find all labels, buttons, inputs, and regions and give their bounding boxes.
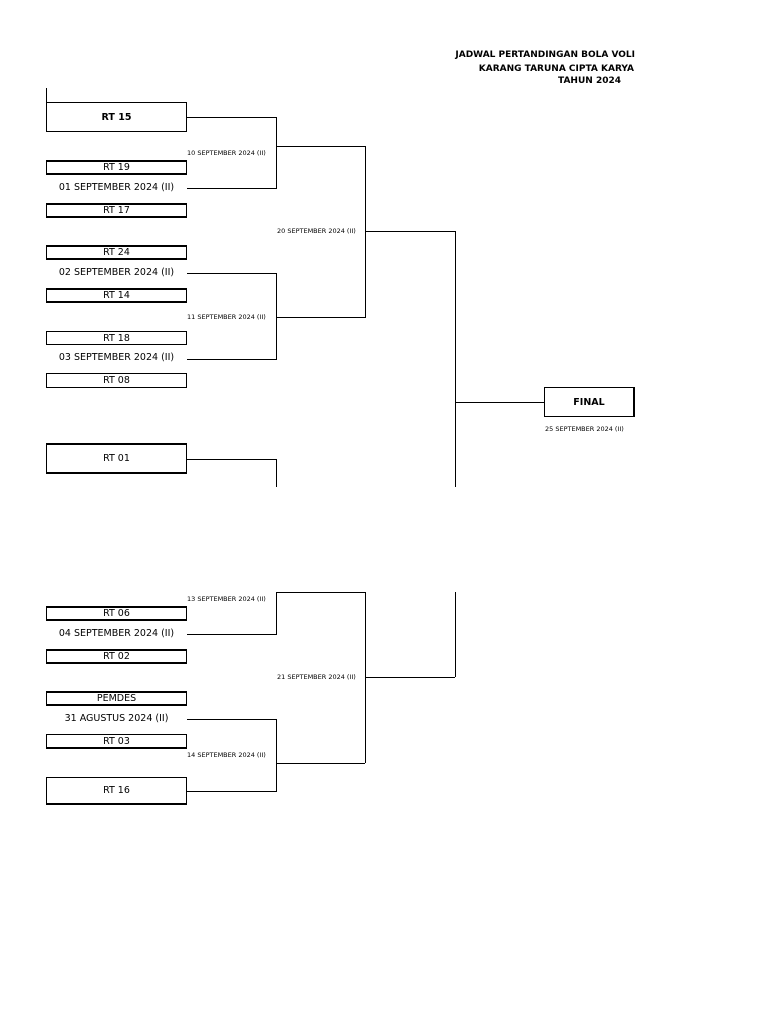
bracket-line [455,402,544,403]
match-date-round1-1: 01 SEPTEMBER 2024 (II) [58,182,175,193]
final-date: 25 SEPTEMBER 2024 (II) [544,425,625,433]
team-box-rt15: RT 15 [46,102,187,132]
team-box-rt03: RT 03 [46,734,187,749]
bracket-line [276,592,277,635]
bracket-line [187,791,276,792]
bracket-line [276,273,277,360]
bracket-line [276,146,365,147]
final-box: FINAL [544,387,635,417]
title-line-1: JADWAL PERTANDINGAN BOLA VOLI [455,50,635,60]
bracket-line [187,273,276,274]
match-date-round1-3: 03 SEPTEMBER 2024 (II) [58,352,175,363]
bracket-line [276,763,365,764]
team-box-rt16: RT 16 [46,777,187,805]
bracket-line [276,459,277,487]
team-box-rt14: RT 14 [46,288,187,303]
match-date-round2-1: 10 SEPTEMBER 2024 (II) [186,149,267,157]
bracket-line [46,88,47,102]
bracket-line [187,459,276,460]
match-date-round1-5: 31 AGUSTUS 2024 (II) [64,713,169,724]
team-box-rt06: RT 06 [46,606,187,621]
bracket-line [455,231,456,487]
team-box-rt08: RT 08 [46,373,187,388]
match-date-round2-3: 13 SEPTEMBER 2024 (II) [186,595,267,603]
bracket-line [276,317,365,318]
match-date-round2-2: 11 SEPTEMBER 2024 (II) [186,313,267,321]
bracket-line [276,592,365,593]
bracket-line [187,359,276,360]
team-box-rt01: RT 01 [46,443,187,474]
bracket-line [187,634,276,635]
team-box-rt17: RT 17 [46,203,187,218]
bracket-line [365,677,455,678]
bracket-line [365,592,366,763]
bracket-line [365,231,455,232]
title-line-3: TAHUN 2024 [558,76,621,86]
bracket-line [187,188,276,189]
team-box-rt02: RT 02 [46,649,187,664]
title-line-2: KARANG TARUNA CIPTA KARYA [478,64,634,74]
team-box-rt19: RT 19 [46,160,187,175]
match-date-semifinal-1: 20 SEPTEMBER 2024 (II) [276,227,357,235]
match-date-round1-2: 02 SEPTEMBER 2024 (II) [58,267,175,278]
bracket-line [187,117,276,118]
match-date-semifinal-2: 21 SEPTEMBER 2024 (II) [276,673,357,681]
bracket-line [276,719,277,792]
match-date-round1-4: 04 SEPTEMBER 2024 (II) [58,628,175,639]
bracket-line [276,117,277,189]
bracket-line [455,592,456,677]
team-box-rt18: RT 18 [46,331,187,345]
bracket-line [187,719,276,720]
team-box-pemdes: PEMDES [46,691,187,706]
bracket-line [365,146,366,318]
match-date-round2-4: 14 SEPTEMBER 2024 (II) [186,751,267,759]
team-box-rt24: RT 24 [46,245,187,260]
